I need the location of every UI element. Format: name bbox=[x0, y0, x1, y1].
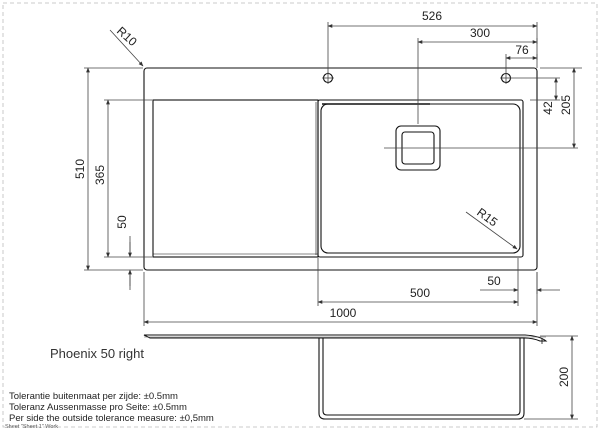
dimension-526: 526 bbox=[327, 9, 538, 74]
side-view-rim bbox=[143, 334, 548, 342]
sink-side-view bbox=[143, 334, 548, 420]
dimension-1000: 1000 bbox=[143, 272, 538, 326]
radius-r10-label: R10 bbox=[114, 24, 140, 49]
dimension-50-right-label: 50 bbox=[487, 274, 501, 288]
tolerance-note-german: Toleranz Aussenmasse pro Seite: ±0.5mm bbox=[9, 402, 187, 413]
dimension-205-label: 205 bbox=[559, 95, 573, 115]
sink-plan-view bbox=[143, 67, 538, 271]
dimension-42-label: 42 bbox=[541, 101, 555, 115]
dimension-50-right: 50 bbox=[480, 258, 560, 294]
dimension-42: 42 bbox=[512, 77, 560, 115]
drawing-title: Phoenix 50 right bbox=[50, 346, 144, 361]
drainboard-outline bbox=[152, 99, 319, 258]
dimension-500: 500 bbox=[317, 258, 519, 306]
sink-outer-outline bbox=[143, 67, 538, 271]
dimension-365-label: 365 bbox=[93, 165, 107, 185]
radius-r15: R15 bbox=[465, 205, 518, 250]
dimension-300: 300 bbox=[417, 26, 538, 124]
dimension-205: 205 bbox=[540, 67, 582, 149]
dimension-300-label: 300 bbox=[470, 26, 490, 40]
dimension-50-left: 50 bbox=[115, 215, 132, 290]
side-view-bowl bbox=[318, 338, 525, 420]
dimension-510-label: 510 bbox=[73, 159, 87, 179]
radius-r10: R10 bbox=[109, 24, 144, 67]
dimension-200-label: 200 bbox=[557, 367, 571, 387]
dimension-200: 200 bbox=[524, 335, 578, 420]
tap-hole-right bbox=[500, 72, 512, 84]
dimension-50-left-label: 50 bbox=[115, 215, 129, 229]
tolerance-note-english: Per side the outside tolerance measure: … bbox=[9, 413, 214, 424]
drain-outlet bbox=[384, 125, 578, 171]
dimension-76-label: 76 bbox=[515, 43, 529, 57]
dimension-510: 510 bbox=[73, 67, 143, 271]
tolerance-note-dutch: Tolerantie buitenmaat per zijde: ±0.5mm bbox=[9, 391, 178, 402]
dimension-76: 76 bbox=[505, 43, 538, 72]
dimension-500-label: 500 bbox=[410, 286, 430, 300]
radius-r15-label: R15 bbox=[474, 205, 500, 229]
dimension-526-label: 526 bbox=[422, 9, 442, 23]
footer-note: Sheet "Sheet 1" Work bbox=[5, 424, 58, 430]
dimension-365: 365 bbox=[93, 99, 152, 258]
bowl-outer-outline bbox=[317, 99, 524, 258]
dimension-1000-label: 1000 bbox=[330, 306, 357, 320]
tolerance-notes: Tolerantie buitenmaat per zijde: ±0.5mm … bbox=[5, 391, 214, 430]
